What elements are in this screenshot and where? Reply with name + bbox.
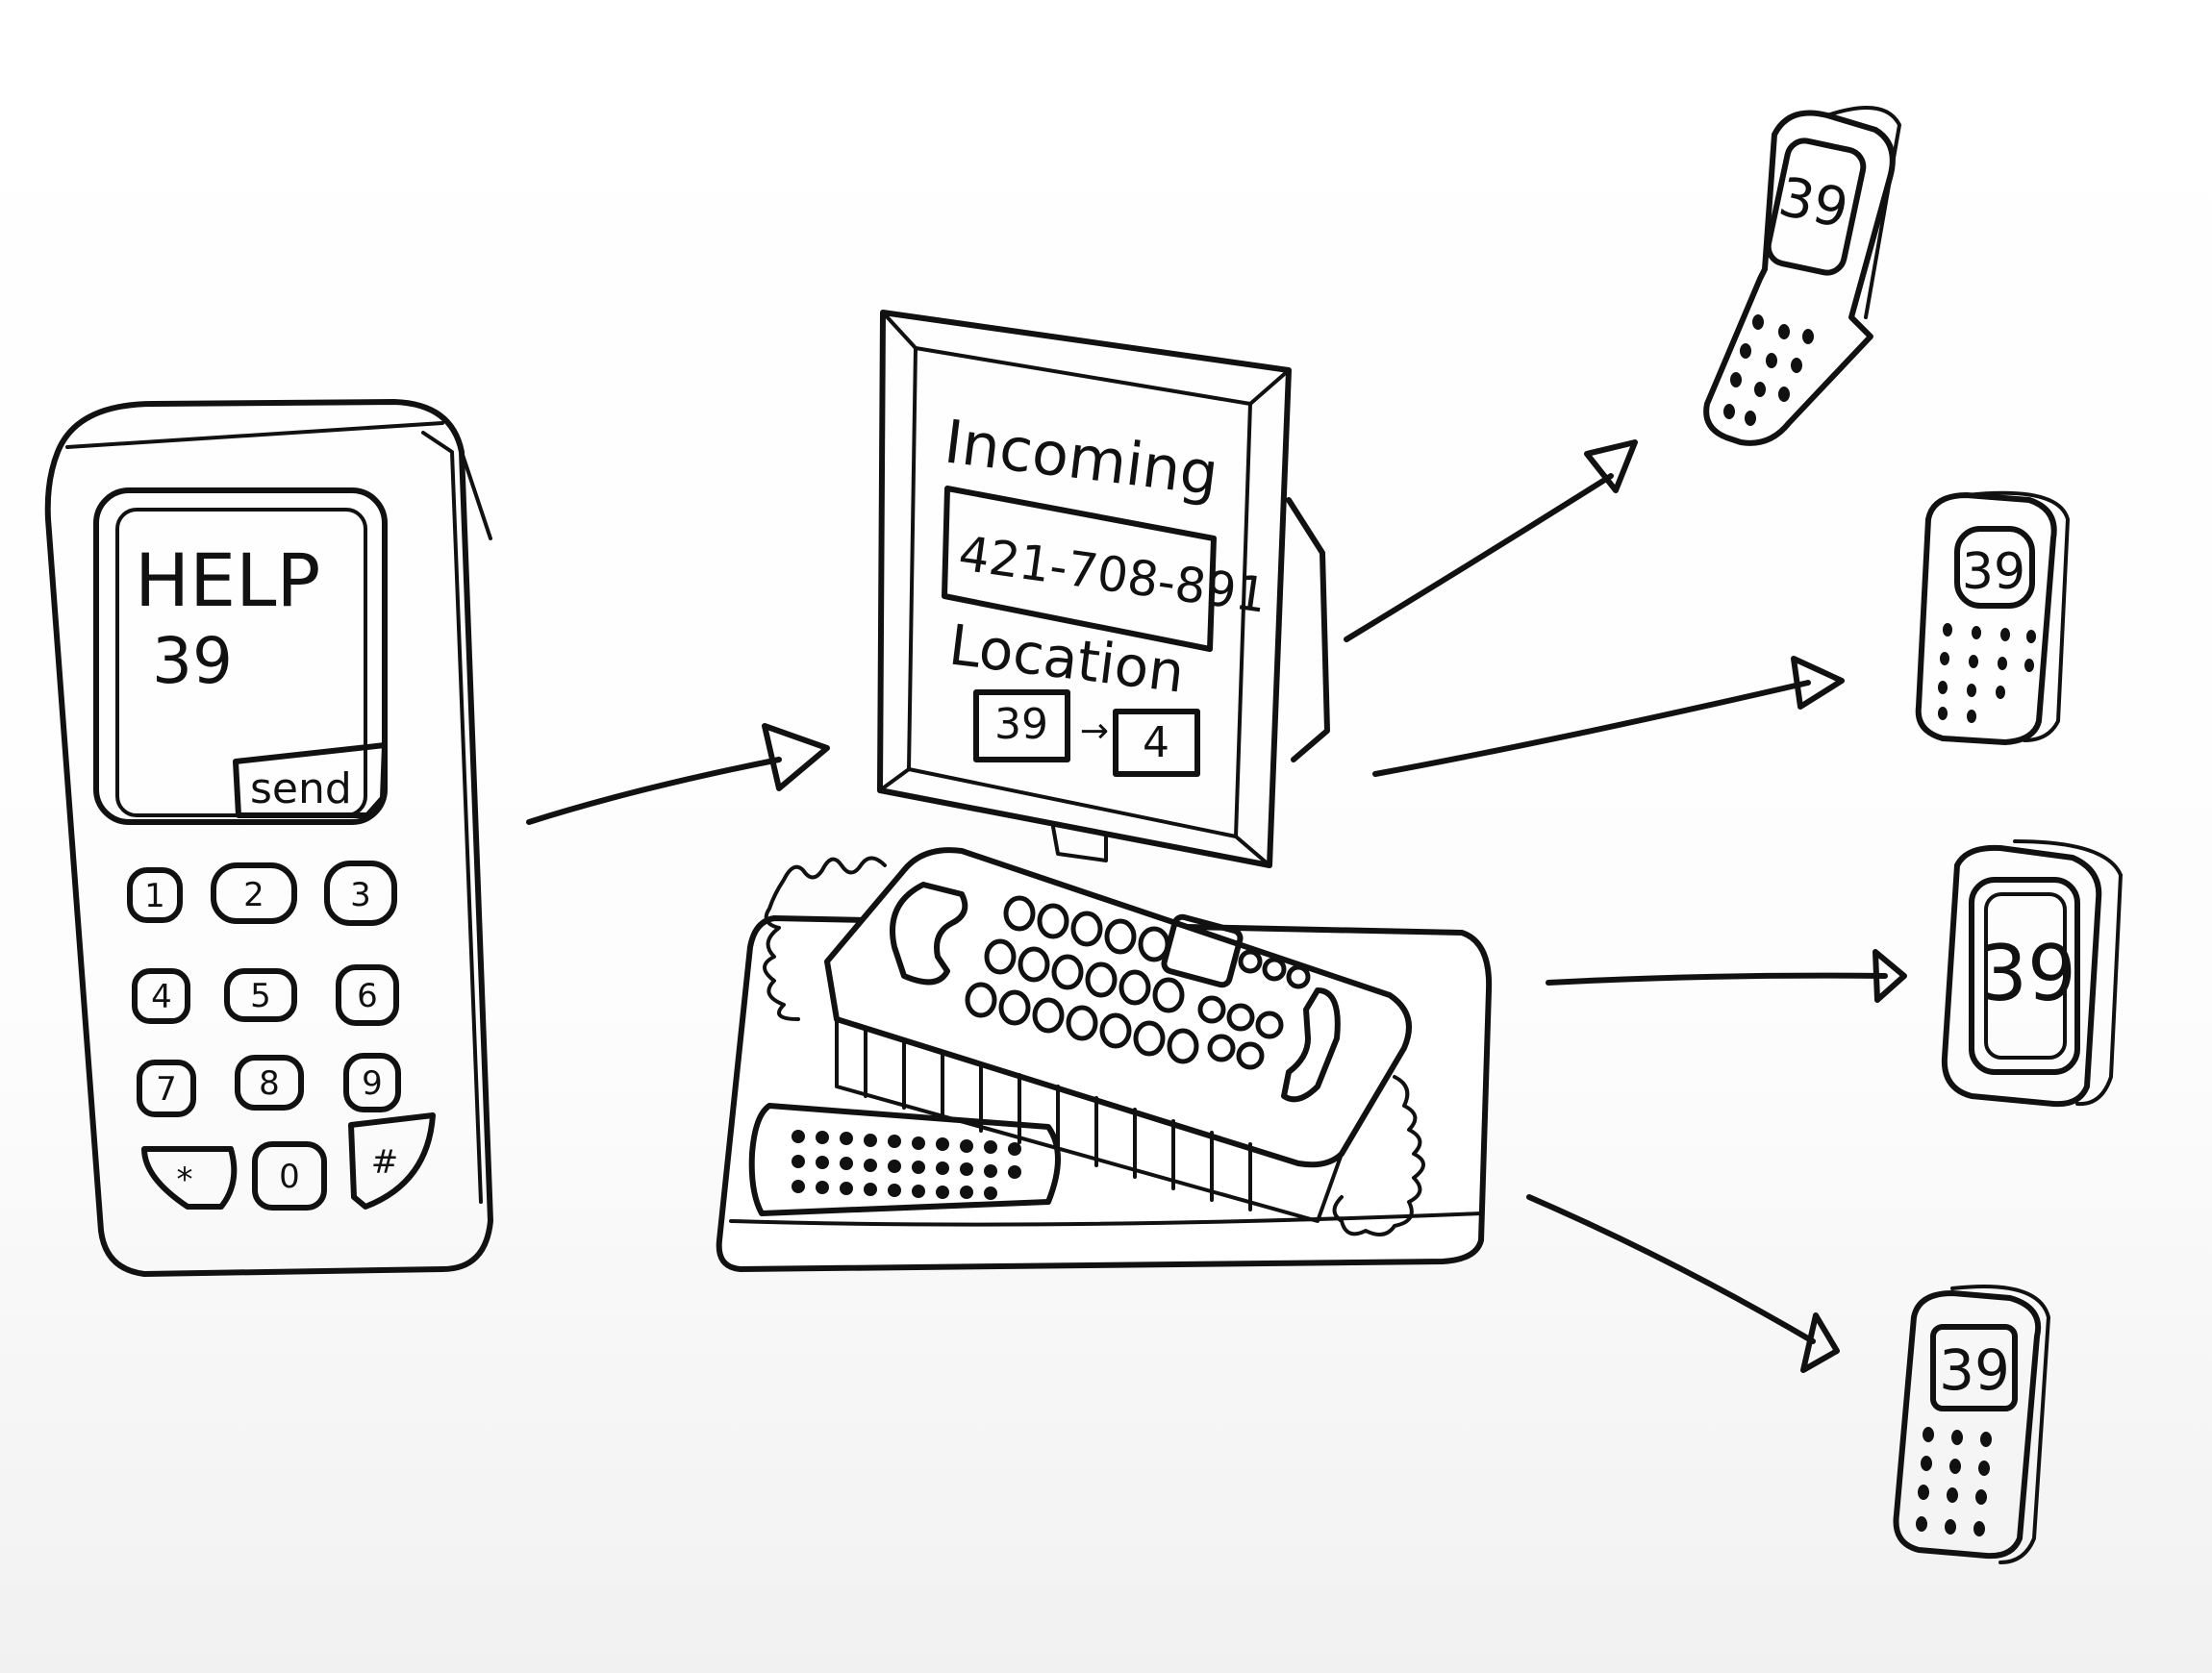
dispatch-station: Incoming 421-708-891 Location 39 → 4 — [716, 310, 1493, 1272]
key-1-label: 1 — [144, 877, 165, 915]
key-hash[interactable] — [348, 1112, 436, 1210]
key-3[interactable] — [324, 861, 397, 926]
key-3-label: 3 — [350, 876, 371, 914]
recipient-phone-1: 39 — [1703, 106, 1901, 446]
location-from-box — [973, 689, 1070, 762]
location-from: 39 — [994, 700, 1048, 749]
key-1[interactable] — [127, 867, 183, 923]
key-2-label: 2 — [243, 876, 264, 914]
key-star-label: * — [177, 1161, 193, 1199]
arrow-to-recipient-2 — [1372, 656, 1845, 777]
send-button-label: send — [250, 764, 352, 813]
key-5-label: 5 — [250, 977, 271, 1015]
location-arrow: → — [1080, 712, 1109, 751]
key-0-label: 0 — [279, 1158, 300, 1196]
location-to: 4 — [1143, 718, 1169, 767]
arrow-to-recipient-3 — [1546, 949, 1907, 1003]
recipient-3-screen: 39 — [1978, 929, 2076, 1018]
arrow-to-station — [526, 723, 830, 825]
sender-screen — [93, 487, 388, 825]
key-hash-label: # — [371, 1143, 399, 1182]
recipient-phone-4: 39 — [1893, 1285, 2050, 1564]
arrow-to-recipient-1 — [1344, 439, 1638, 642]
recipient-1-screen: 39 — [1773, 165, 1853, 240]
sender-screen-line2: 39 — [152, 624, 233, 698]
phone-number-box — [942, 486, 1217, 652]
key-6-label: 6 — [357, 977, 378, 1015]
key-7[interactable] — [137, 1060, 196, 1117]
recipient-2-screen: 39 — [1962, 543, 2025, 601]
key-star[interactable] — [141, 1146, 238, 1210]
arrow-to-recipient-4 — [1526, 1194, 1840, 1373]
desk-telephone-console — [763, 847, 1425, 1236]
key-4-label: 4 — [151, 978, 172, 1016]
key-4[interactable] — [132, 968, 190, 1024]
key-8-label: 8 — [259, 1064, 280, 1103]
recipient-4-screen: 39 — [1939, 1337, 2010, 1403]
key-6[interactable] — [336, 964, 399, 1026]
key-2[interactable] — [211, 862, 297, 924]
sender-keypad: 1 2 3 4 5 6 7 8 9 * 0 # — [127, 861, 436, 1211]
dispatch-monitor: Incoming 421-708-891 Location 39 → 4 — [877, 310, 1330, 868]
sender-screen-line1: HELP — [135, 537, 320, 623]
key-7-label: 7 — [156, 1070, 177, 1109]
recipient-phone-3: 39 — [1941, 839, 2123, 1108]
key-8[interactable] — [235, 1055, 304, 1111]
send-button[interactable]: send — [233, 742, 388, 818]
key-0[interactable] — [252, 1141, 327, 1211]
recipient-phone-2: 39 — [1915, 490, 2070, 745]
key-5[interactable] — [224, 968, 297, 1022]
location-to-box — [1113, 709, 1200, 777]
keyboard — [748, 1103, 1061, 1216]
sender-phone: HELP 39 send 1 2 3 4 5 6 7 8 — [44, 399, 493, 1277]
key-9[interactable] — [343, 1053, 401, 1112]
key-9-label: 9 — [362, 1064, 383, 1103]
